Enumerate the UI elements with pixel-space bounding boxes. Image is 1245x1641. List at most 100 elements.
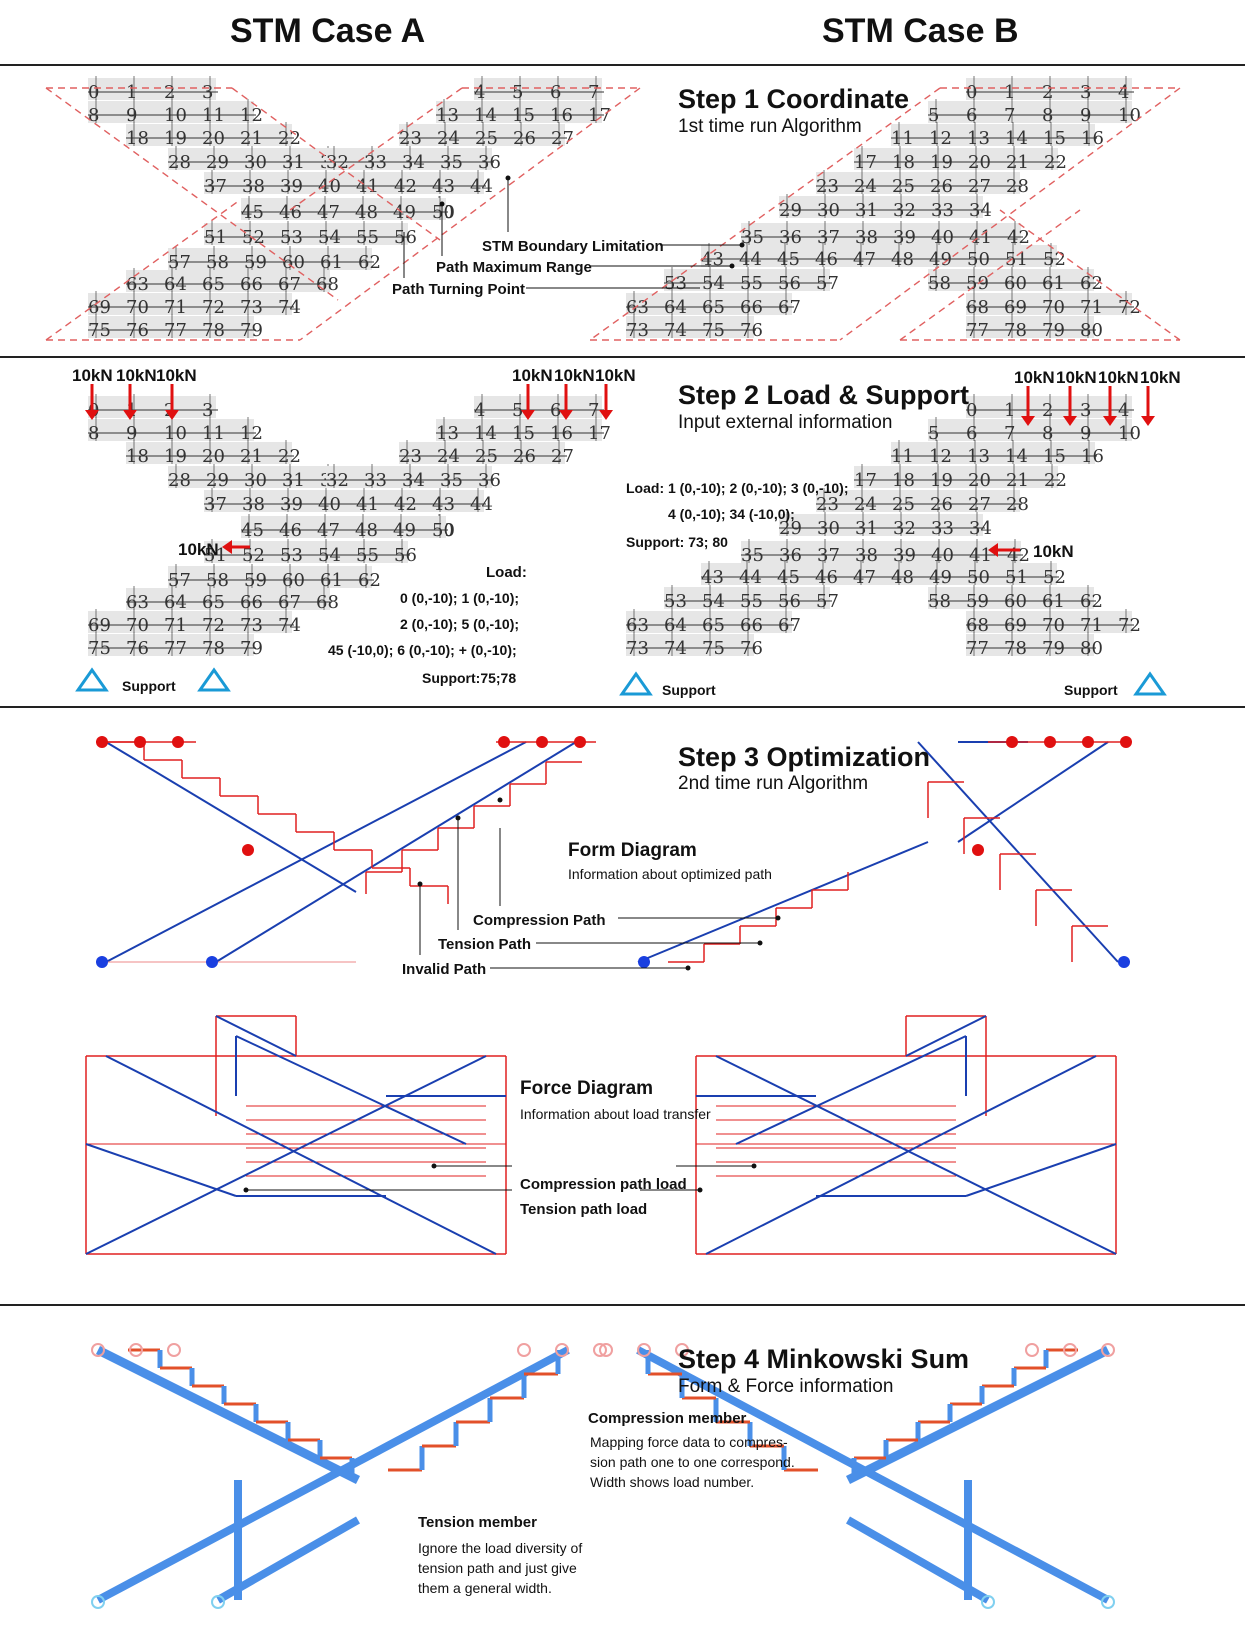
node-number: 60 bbox=[282, 252, 305, 273]
node-number: 36 bbox=[779, 227, 802, 248]
node-number: 54 bbox=[702, 273, 725, 294]
node-number: 15 bbox=[1043, 128, 1066, 149]
node-number: 8 bbox=[88, 105, 99, 126]
node-number: 30 bbox=[817, 518, 840, 539]
load-node bbox=[536, 736, 548, 748]
node-number: 3 bbox=[202, 400, 213, 421]
node-number: 77 bbox=[164, 638, 187, 659]
node-number: 75 bbox=[88, 638, 111, 659]
node-number: 79 bbox=[240, 320, 263, 341]
node-number: 45 bbox=[241, 520, 264, 541]
node-number: 2 bbox=[1042, 400, 1053, 421]
node-number: 79 bbox=[240, 638, 263, 659]
node-number: 72 bbox=[1118, 297, 1141, 318]
node-number: 9 bbox=[1080, 423, 1091, 444]
node-number: 30 bbox=[244, 152, 267, 173]
node-number: 54 bbox=[318, 545, 341, 566]
node-number: 38 bbox=[855, 545, 878, 566]
node-number: 2 bbox=[164, 82, 175, 103]
compression-load bbox=[216, 1016, 296, 1056]
leader-dot bbox=[498, 798, 503, 803]
support-triangle bbox=[622, 674, 650, 694]
step4-subtitle: Form & Force information bbox=[678, 1376, 893, 1398]
compression-load bbox=[236, 1036, 466, 1144]
node-number: 25 bbox=[475, 128, 498, 149]
node-number: 59 bbox=[244, 570, 267, 591]
node-number: 23 bbox=[816, 494, 839, 515]
node-number: 26 bbox=[930, 494, 953, 515]
force-diagram-title: Force Diagram bbox=[520, 1078, 653, 1100]
node-number: 72 bbox=[1118, 615, 1141, 636]
text-line: tension path and just give bbox=[418, 1558, 582, 1578]
node-number: 46 bbox=[815, 567, 838, 588]
node-number: 27 bbox=[551, 446, 574, 467]
node-number: 24 bbox=[437, 446, 460, 467]
node-number: 10 bbox=[1118, 423, 1141, 444]
callout-boundary: STM Boundary Limitation bbox=[482, 238, 664, 255]
node-number: 25 bbox=[892, 176, 915, 197]
node-number: 4 bbox=[1118, 400, 1129, 421]
node-number: 58 bbox=[928, 273, 951, 294]
node-number: 20 bbox=[202, 446, 225, 467]
support-label: Support bbox=[662, 682, 716, 698]
node-number: 45 bbox=[777, 249, 800, 270]
node-number: 63 bbox=[626, 615, 649, 636]
leader-dot bbox=[244, 1188, 249, 1193]
node-number: 68 bbox=[316, 274, 339, 295]
node-number: 61 bbox=[1042, 273, 1065, 294]
node-number: 11 bbox=[202, 423, 225, 444]
node-number: 66 bbox=[740, 297, 763, 318]
node-number: 16 bbox=[1081, 128, 1104, 149]
node-number: 5 bbox=[512, 82, 523, 103]
node-number: 38 bbox=[242, 494, 265, 515]
node-number: 1 bbox=[1004, 82, 1015, 103]
form-diagram-title: Form Diagram bbox=[568, 840, 697, 862]
node-number: 57 bbox=[816, 273, 839, 294]
node-number: 30 bbox=[244, 470, 267, 491]
node-number: 56 bbox=[394, 545, 417, 566]
node-number: 78 bbox=[202, 320, 225, 341]
node-number: 35 bbox=[741, 545, 764, 566]
step2-subtitle: Input external information bbox=[678, 412, 892, 434]
compression-member-text: Mapping force data to compres- sion path… bbox=[590, 1432, 795, 1492]
support-node bbox=[206, 956, 218, 968]
node-number: 20 bbox=[968, 152, 991, 173]
node-number: 34 bbox=[969, 200, 992, 221]
node-number: 62 bbox=[358, 252, 381, 273]
node-number: 42 bbox=[394, 494, 417, 515]
node-number: 13 bbox=[967, 446, 990, 467]
node-number: 3 bbox=[1080, 400, 1091, 421]
compression-load bbox=[966, 1144, 1116, 1196]
node-number: 19 bbox=[930, 470, 953, 491]
node-number: 41 bbox=[356, 176, 379, 197]
node-number: 42 bbox=[1007, 227, 1030, 248]
support-node bbox=[96, 956, 108, 968]
node-number: 74 bbox=[664, 638, 687, 659]
node-number: 60 bbox=[282, 570, 305, 591]
support-triangle bbox=[78, 670, 106, 690]
node-number: 34 bbox=[402, 470, 425, 491]
node-number: 41 bbox=[969, 227, 992, 248]
case-a-support: Support:75;78 bbox=[422, 670, 516, 686]
node-number: 61 bbox=[320, 252, 343, 273]
node-number: 11 bbox=[202, 105, 225, 126]
node-number: 30 bbox=[817, 200, 840, 221]
node-number: 33 bbox=[931, 200, 954, 221]
node-number: 49 bbox=[393, 202, 416, 223]
node-number: 68 bbox=[966, 297, 989, 318]
node-number: 46 bbox=[279, 202, 302, 223]
node-number: 0 bbox=[88, 82, 99, 103]
load-node bbox=[1120, 736, 1132, 748]
load-node bbox=[498, 736, 510, 748]
node-number: 36 bbox=[478, 470, 501, 491]
node-number: 67 bbox=[778, 297, 801, 318]
node-number: 31 bbox=[282, 152, 305, 173]
node-number: 47 bbox=[317, 520, 340, 541]
node-number: 51 bbox=[1005, 249, 1028, 270]
node-number: 65 bbox=[702, 297, 725, 318]
node-number: 71 bbox=[1080, 615, 1103, 636]
support-node bbox=[1118, 956, 1130, 968]
compression-member bbox=[106, 742, 526, 962]
node-number: 66 bbox=[240, 274, 263, 295]
node-number: 52 bbox=[1043, 567, 1066, 588]
